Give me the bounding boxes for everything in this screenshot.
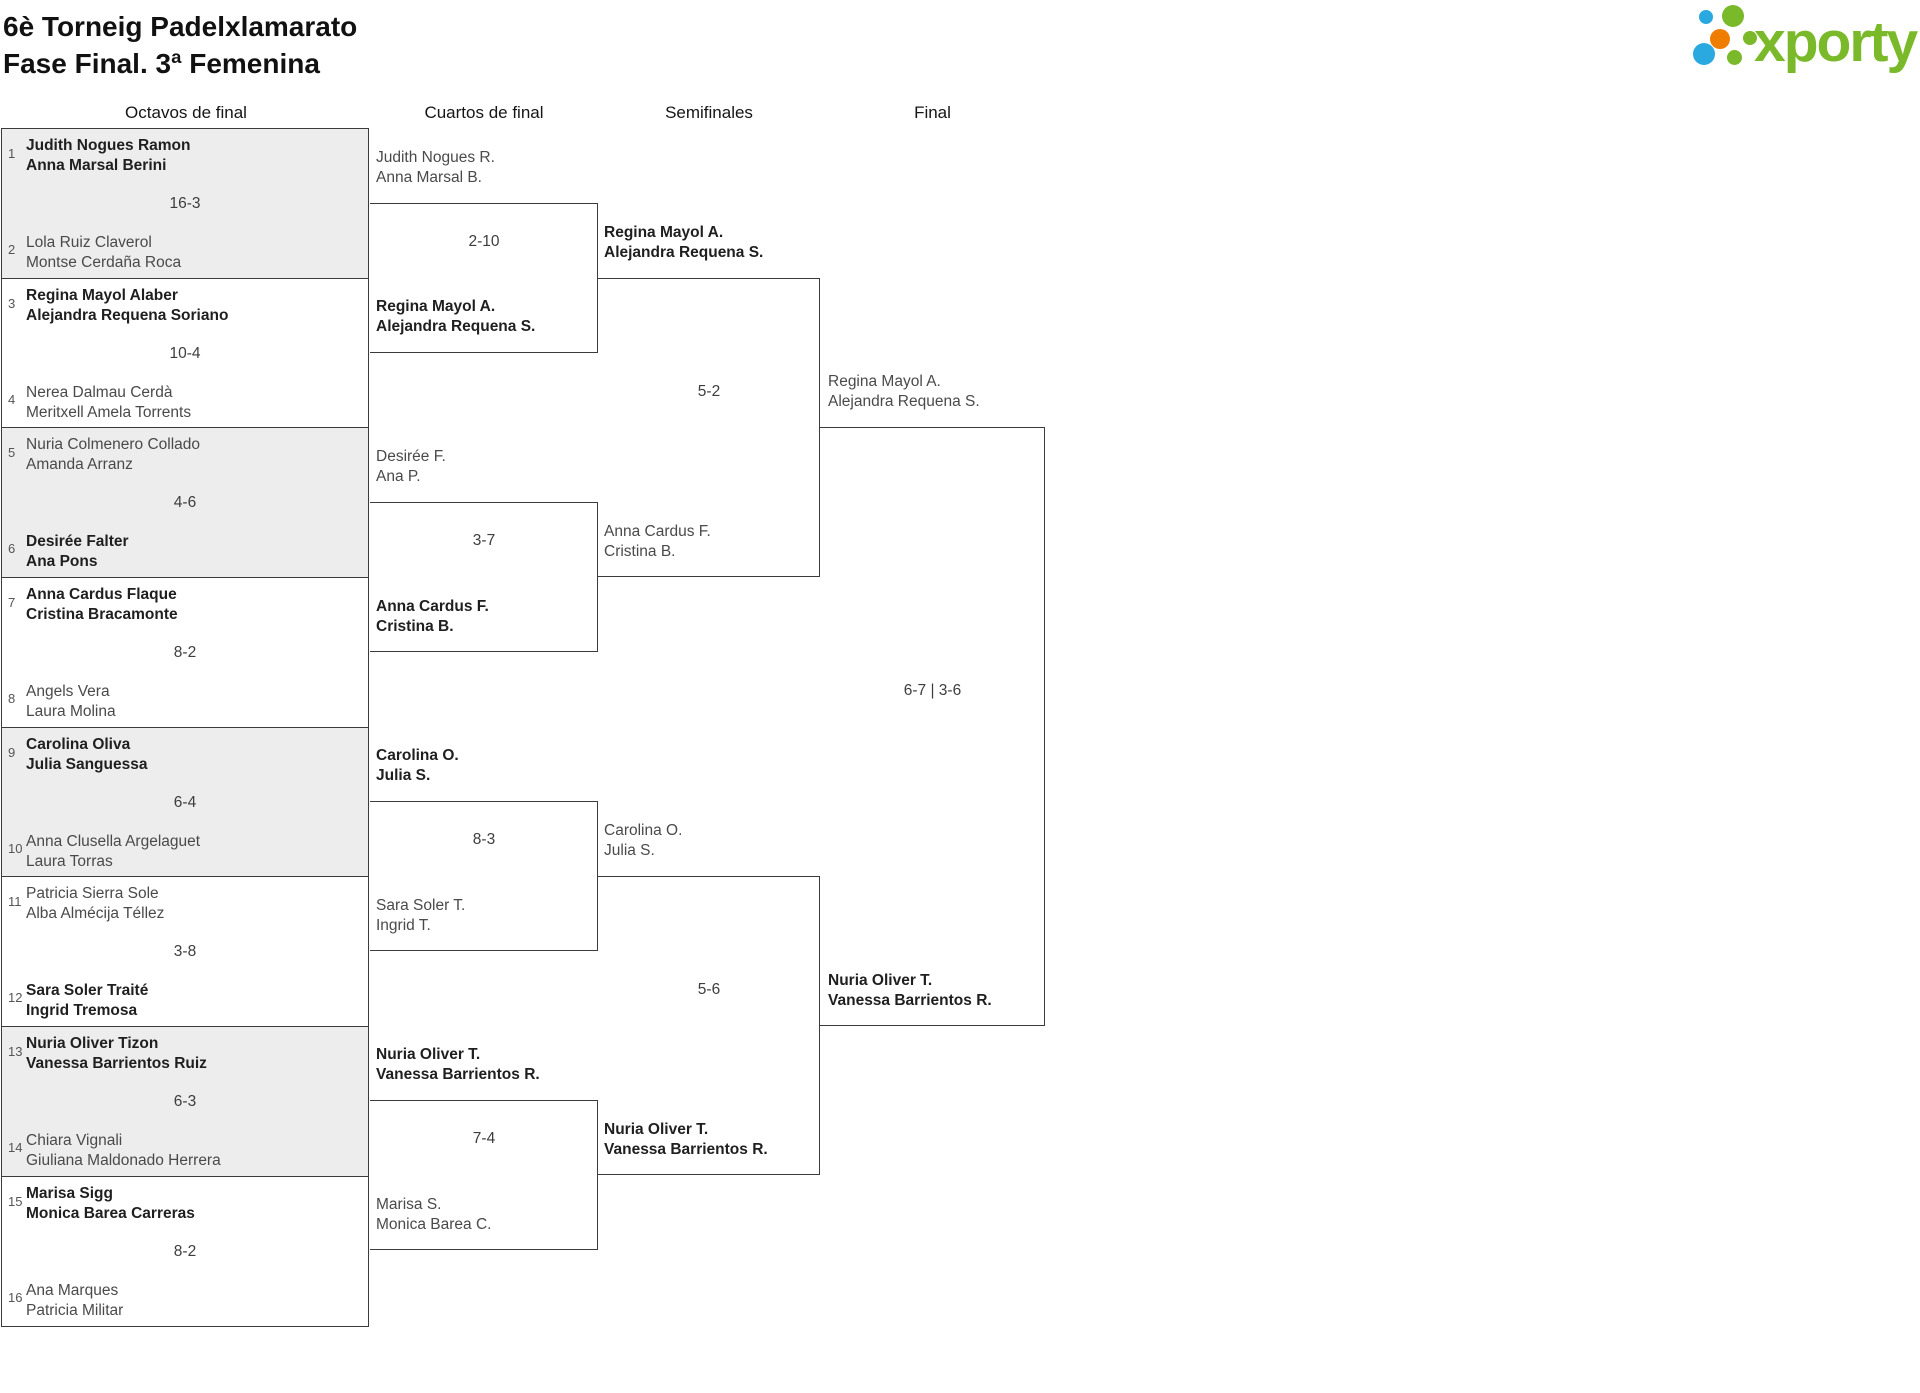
sf-match-2-box bbox=[598, 876, 820, 1175]
team-names: Carolina O.Julia S. bbox=[604, 822, 683, 859]
page-title: 6è Torneig Padelxlamarato Fase Final. 3ª… bbox=[3, 8, 357, 82]
team-names: Anna Cardus F.Cristina B. bbox=[604, 523, 711, 560]
round-header-final: Final bbox=[914, 103, 951, 122]
seed-number: 16 bbox=[8, 1290, 23, 1305]
logo-dot-icon bbox=[1743, 31, 1757, 45]
match-score: 2-10 bbox=[468, 233, 500, 250]
qf-match-4-box bbox=[370, 1100, 598, 1250]
match-score: 4-6 bbox=[173, 494, 197, 511]
match-score: 8-2 bbox=[173, 644, 197, 661]
match-score: 3-8 bbox=[173, 943, 197, 960]
seed-number: 3 bbox=[8, 296, 16, 311]
seed-number: 8 bbox=[8, 691, 16, 706]
logo-wordmark: xporty bbox=[1754, 10, 1918, 74]
match-score: 7-4 bbox=[472, 1130, 496, 1147]
team-names: Nuria Oliver T.Vanessa Barrientos R. bbox=[376, 1046, 540, 1083]
tournament-name: 6è Torneig Padelxlamarato bbox=[3, 11, 358, 42]
round-header-octavos: Octavos de final bbox=[125, 103, 247, 122]
qf-match-2-box bbox=[370, 502, 598, 652]
team-names: Nuria Oliver T.Vanessa Barrientos R. bbox=[828, 972, 992, 1009]
seed-number: 14 bbox=[8, 1140, 23, 1155]
seed-number: 12 bbox=[8, 990, 23, 1005]
team-names: Carolina O.Julia S. bbox=[376, 747, 459, 784]
seed-number: 1 bbox=[8, 146, 16, 161]
match-score: 6-3 bbox=[173, 1093, 197, 1110]
match-score: 8-2 bbox=[173, 1243, 197, 1260]
logo-dot-icon bbox=[1699, 10, 1713, 24]
qf-match-1-box bbox=[370, 203, 598, 353]
seed-number: 9 bbox=[8, 745, 16, 760]
team-names: Judith Nogues R.Anna Marsal B. bbox=[376, 149, 495, 186]
qf-match-3-box bbox=[370, 801, 598, 951]
match-score: 16-3 bbox=[169, 195, 201, 212]
round-header-semifinales: Semifinales bbox=[665, 103, 753, 122]
seed-number: 2 bbox=[8, 242, 16, 257]
seed-number: 15 bbox=[8, 1194, 23, 1209]
seed-number: 7 bbox=[8, 595, 16, 610]
team-names: Anna Cardus F.Cristina B. bbox=[376, 598, 489, 635]
sf-match-1-box bbox=[598, 278, 820, 577]
match-score: 6-4 bbox=[173, 794, 197, 811]
match-score: 10-4 bbox=[169, 345, 201, 362]
phase-category: Fase Final. 3ª Femenina bbox=[3, 48, 320, 79]
logo-dot-icon bbox=[1722, 5, 1744, 27]
team-names: Desirée F.Ana P. bbox=[376, 448, 446, 485]
team-names: Sara Soler T.Ingrid T. bbox=[376, 897, 466, 934]
team-names: Regina Mayol A.Alejandra Requena S. bbox=[828, 373, 980, 410]
seed-number: 11 bbox=[8, 894, 22, 909]
team-names: Regina Mayol A.Alejandra Requena S. bbox=[376, 298, 536, 335]
team-names: Marisa S.Monica Barea C. bbox=[376, 1196, 492, 1233]
team-names: Regina Mayol A.Alejandra Requena S. bbox=[604, 224, 764, 261]
team-names: Nuria Oliver T.Vanessa Barrientos R. bbox=[604, 1121, 768, 1158]
match-score: 8-3 bbox=[472, 831, 496, 848]
match-score: 6-7 | 3-6 bbox=[903, 682, 962, 699]
match-score: 5-6 bbox=[697, 981, 721, 998]
round-header-cuartos: Cuartos de final bbox=[424, 103, 544, 122]
seed-number: 4 bbox=[8, 392, 16, 407]
logo-dot-icon bbox=[1727, 50, 1742, 65]
match-score: 3-7 bbox=[472, 532, 496, 549]
logo-dot-icon bbox=[1693, 43, 1715, 65]
seed-number: 13 bbox=[8, 1044, 23, 1059]
final-match-box bbox=[820, 427, 1045, 1026]
seed-number: 6 bbox=[8, 541, 16, 556]
seed-number: 5 bbox=[8, 445, 16, 460]
match-score: 5-2 bbox=[697, 383, 721, 400]
logo-dot-icon bbox=[1710, 29, 1730, 49]
seed-number: 10 bbox=[8, 841, 23, 856]
